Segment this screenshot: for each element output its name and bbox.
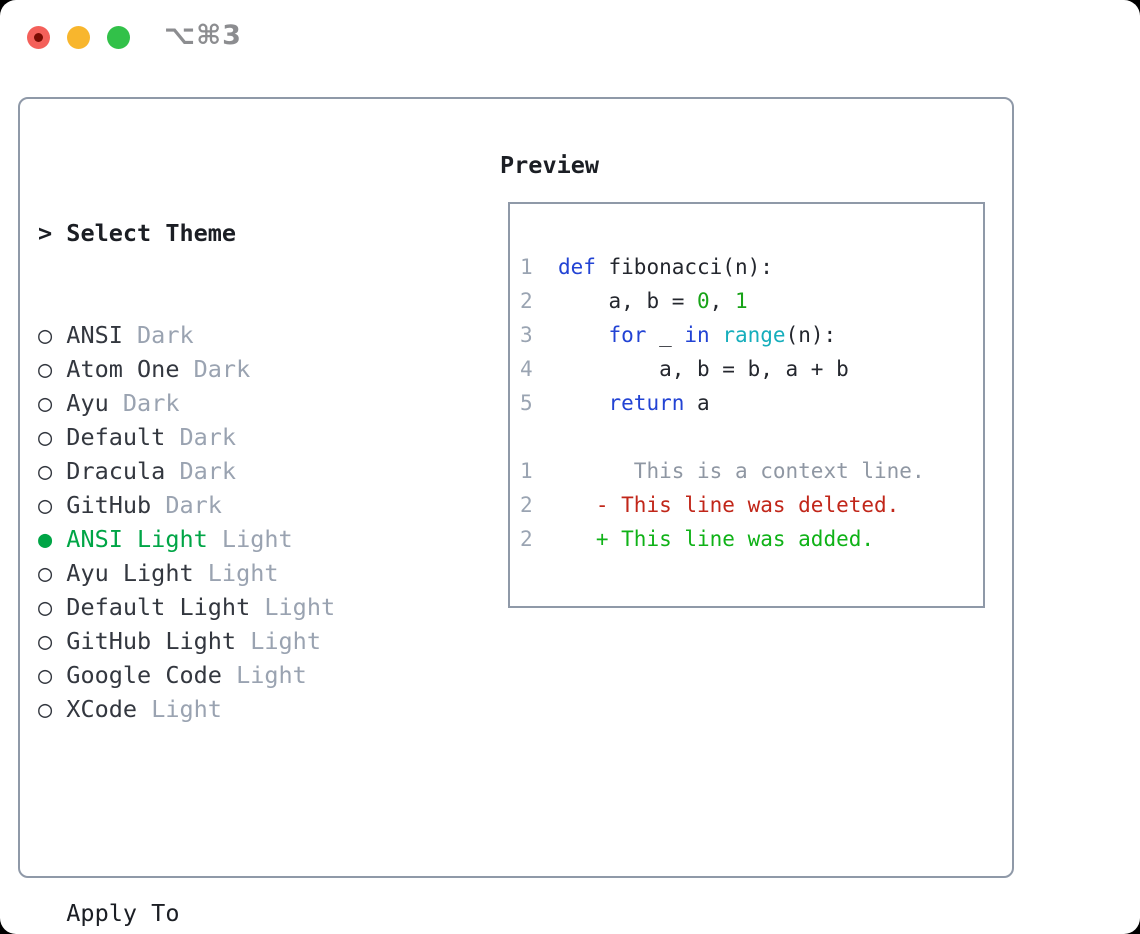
preview-pane: 1 def fibonacci(n): 2 a, b = 0, 1 3 for _ … — [508, 202, 985, 608]
sidebar: > Select Theme ○ ANSI Dark○ Atom One Dar… — [38, 148, 448, 934]
radio-unselected-icon: ○ — [38, 423, 67, 451]
apply-to-header: Apply To — [66, 899, 180, 927]
option-label: Dracula — [66, 457, 166, 485]
theme-option-default-light[interactable]: ○ Default Light Light — [38, 590, 448, 624]
radio-unselected-icon: ○ — [38, 355, 67, 383]
theme-variant: Light — [207, 525, 293, 553]
option-label: GitHub Light — [66, 627, 237, 655]
theme-option-github[interactable]: ○ GitHub Dark — [38, 488, 448, 522]
radio-unselected-icon: ○ — [38, 457, 67, 485]
theme-option-dracula[interactable]: ○ Dracula Dark — [38, 454, 448, 488]
theme-option-ansi[interactable]: ○ ANSI Dark — [38, 318, 448, 352]
option-label: Default — [66, 423, 166, 451]
theme-option-ayu-light[interactable]: ○ Ayu Light Light — [38, 556, 448, 590]
code-line: 1 This is a context line. — [520, 459, 925, 483]
theme-option-ansi-light[interactable]: ● ANSI Light Light — [38, 522, 448, 556]
theme-option-google-code[interactable]: ○ Google Code Light — [38, 658, 448, 692]
theme-option-atom-one[interactable]: ○ Atom One Dark — [38, 352, 448, 386]
code-line: 3 for _ in range(n): — [520, 323, 837, 347]
theme-option-xcode[interactable]: ○ XCode Light — [38, 692, 448, 726]
theme-variant: Dark — [122, 321, 194, 349]
theme-variant: Dark — [151, 491, 222, 519]
code-line: 1 def fibonacci(n): — [520, 255, 773, 279]
radio-selected-icon: ● — [38, 525, 67, 553]
theme-variant: Light — [193, 559, 279, 587]
option-label: Default Light — [66, 593, 251, 621]
option-label: GitHub — [66, 491, 152, 519]
radio-unselected-icon: ○ — [38, 695, 67, 723]
theme-variant: Light — [250, 593, 336, 621]
code-line: 5 return a — [520, 391, 710, 415]
radio-unselected-icon: ○ — [38, 559, 67, 587]
code-line: 4 a, b = b, a + b — [520, 357, 849, 381]
theme-option-default[interactable]: ○ Default Dark — [38, 420, 448, 454]
radio-unselected-icon: ○ — [38, 593, 67, 621]
zoom-button[interactable] — [107, 26, 130, 49]
select-theme-header: > Select Theme — [38, 216, 448, 250]
option-label: Atom One — [66, 355, 180, 383]
close-button[interactable] — [27, 26, 50, 49]
theme-variant: Dark — [108, 389, 180, 417]
theme-variant: Light — [137, 695, 222, 723]
window-controls — [27, 26, 130, 49]
window-title: ⌥⌘3 — [164, 20, 242, 51]
code-line — [520, 420, 983, 454]
radio-unselected-icon: ○ — [38, 661, 67, 689]
theme-variant: Dark — [165, 423, 237, 451]
prompt-icon: > — [38, 219, 67, 247]
preview-title: Preview — [500, 151, 600, 179]
option-label: Google Code — [66, 661, 222, 689]
theme-option-github-light[interactable]: ○ GitHub Light Light — [38, 624, 448, 658]
option-label: Ayu — [66, 389, 109, 417]
option-label: XCode — [66, 695, 138, 723]
preview-code: 1 def fibonacci(n): 2 a, b = 0, 1 3 for _ … — [520, 250, 983, 556]
theme-variant: Light — [236, 627, 321, 655]
theme-picker-panel — [18, 97, 1014, 878]
select-theme-title: Select Theme — [66, 219, 237, 247]
option-label: ANSI — [66, 321, 123, 349]
minimize-button[interactable] — [67, 26, 90, 49]
radio-unselected-icon: ○ — [38, 321, 67, 349]
theme-variant: Light — [221, 661, 307, 689]
spacer — [38, 794, 448, 828]
code-line: 2 + This line was added. — [520, 527, 875, 551]
theme-list: ○ ANSI Dark○ Atom One Dark○ Ayu Dark○ De… — [38, 318, 448, 726]
option-label: ANSI Light — [66, 525, 208, 553]
code-line: 2 a, b = 0, 1 — [520, 289, 748, 313]
option-label: Ayu Light — [66, 559, 194, 587]
theme-variant: Dark — [179, 355, 251, 383]
radio-unselected-icon: ○ — [38, 491, 67, 519]
radio-unselected-icon: ○ — [38, 389, 67, 417]
radio-unselected-icon: ○ — [38, 627, 67, 655]
theme-variant: Dark — [165, 457, 237, 485]
code-line: 2 - This line was deleted. — [520, 493, 900, 517]
theme-option-ayu[interactable]: ○ Ayu Dark — [38, 386, 448, 420]
